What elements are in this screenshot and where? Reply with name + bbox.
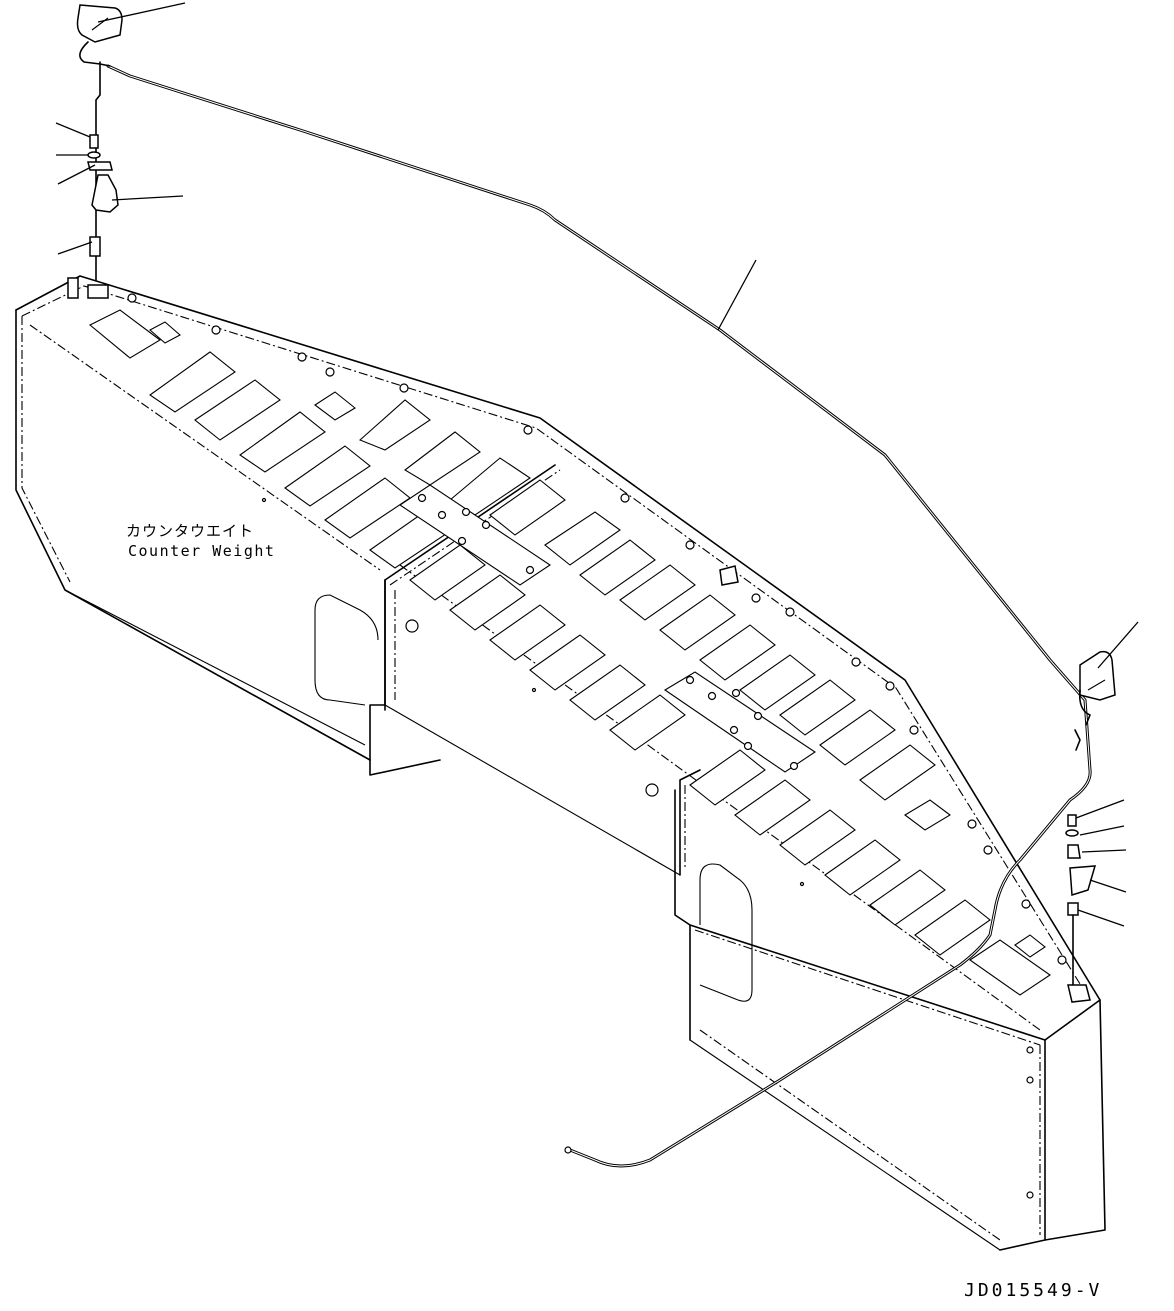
deck-bolts [127, 293, 1067, 965]
wiring-harness [106, 64, 1092, 1168]
callout-leaders [55, 2, 1139, 927]
counterweight-label-jp: カウンタウエイト [126, 522, 255, 540]
counterweight-label-en: Counter Weight [128, 542, 276, 560]
drawing-number: JD015549-V [964, 1280, 1103, 1301]
counterweight-body [15, 275, 1106, 1251]
right-lamp-assembly [719, 565, 1116, 1003]
deck-pads [88, 309, 1051, 996]
left-lamp-assembly [67, 4, 123, 299]
